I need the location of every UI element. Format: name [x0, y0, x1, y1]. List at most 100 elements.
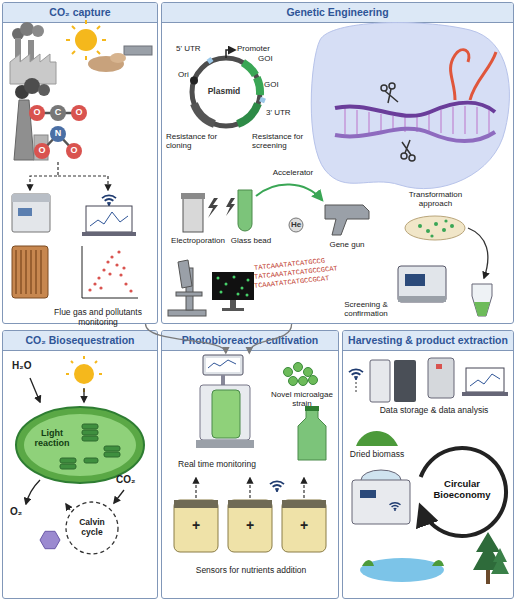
cell-crispr [335, 129, 495, 141]
microscope [186, 268, 193, 310]
electroporation-cuvette [208, 198, 218, 218]
molecule [50, 126, 66, 142]
nutrient-flasks [174, 500, 218, 508]
gas-analyzer [12, 194, 50, 202]
sun-icon [30, 356, 102, 402]
petri-dish [442, 228, 446, 232]
calvin-cycle [66, 502, 118, 554]
dashed-arrows [30, 162, 108, 190]
nutrient-flasks [282, 500, 326, 508]
glass-bead-tube [256, 184, 322, 200]
nutrient-flasks [174, 500, 218, 552]
computers [356, 382, 357, 392]
chloroplast [24, 414, 136, 476]
sequencer [398, 266, 446, 302]
cell-crispr [311, 23, 509, 189]
chloroplast [104, 452, 120, 457]
sequencer [398, 266, 446, 302]
monitor [237, 293, 240, 296]
plasmid-map [192, 58, 260, 126]
chloroplast [16, 407, 144, 483]
scatter-plot [117, 250, 120, 253]
chloroplast [16, 407, 144, 483]
tree-pond [360, 532, 509, 584]
calvin-cycle [26, 480, 40, 504]
computers [428, 358, 454, 398]
molecule [50, 105, 66, 121]
dust-pipe [110, 53, 126, 63]
computers [466, 368, 504, 392]
wireless-icon [270, 481, 284, 491]
sequencer [398, 296, 446, 302]
computers [470, 374, 500, 386]
computers [370, 360, 390, 402]
dashed-arrows [30, 162, 58, 190]
molecule [66, 143, 82, 159]
cell-crispr [385, 89, 398, 103]
petri-dish [418, 219, 454, 237]
photobioreactor [196, 355, 254, 448]
chloroplast [82, 436, 98, 441]
chloroplast [60, 458, 76, 463]
factory-icon [20, 22, 34, 36]
photobioreactor [196, 440, 254, 448]
monitor [247, 279, 250, 282]
petri-dish [444, 219, 447, 222]
glass-bead-tube [226, 184, 322, 232]
microalgae-cells [309, 376, 318, 385]
factory-icon [10, 54, 56, 84]
freeze-dryer [360, 490, 376, 498]
photobioreactor [206, 358, 240, 372]
chloroplast [60, 424, 120, 469]
factory-icon [28, 40, 34, 62]
plasmid-map [243, 63, 255, 75]
calvin-cycle [66, 504, 70, 510]
freeze-dryer [361, 470, 401, 490]
cell-crispr [451, 50, 496, 100]
panel: Genetic Engineering [161, 2, 514, 324]
photobioreactor [212, 390, 240, 438]
nutrient-flasks [174, 478, 326, 552]
biomass-pile [356, 431, 398, 446]
microscope [168, 310, 206, 316]
computers [436, 364, 442, 369]
microalgae-cells [284, 368, 293, 377]
microtube [474, 302, 490, 316]
gas-analyzer [18, 208, 32, 216]
panel: CO₂ capture [2, 2, 158, 324]
culture-bottle [305, 406, 319, 411]
factory-icon [32, 25, 44, 37]
plasmid-map [208, 59, 265, 101]
scatter-plot [110, 255, 113, 258]
bioreactor-column [16, 250, 41, 294]
molecule [34, 143, 50, 159]
chloroplast [60, 464, 76, 469]
sequencer [405, 274, 425, 286]
sun-icon [74, 364, 94, 384]
scatter-plot [82, 246, 138, 298]
scatter-plot [106, 260, 109, 263]
photobioreactor [203, 355, 243, 375]
panel-header: Genetic Engineering [162, 3, 513, 23]
sun-icon [75, 29, 97, 51]
sun-icon [30, 378, 40, 402]
device-group: Real time monitoring [168, 353, 266, 471]
monitor [217, 276, 250, 297]
petri-dish [468, 228, 488, 278]
freeze-dryer [390, 503, 401, 511]
computers [356, 358, 508, 402]
electroporation-cuvette [183, 197, 203, 232]
panel-header: Harvesting & product extraction [343, 331, 513, 351]
microtube [472, 284, 492, 316]
sun-icon [66, 20, 106, 60]
dust-pipe [124, 46, 152, 55]
sun-icon [83, 388, 84, 402]
culture-bottle [298, 410, 326, 460]
glass-bead-tube [238, 190, 252, 231]
chloroplast [82, 424, 98, 429]
microscope [178, 260, 192, 288]
cycle-arrow [421, 448, 506, 536]
petri-dish [430, 234, 433, 237]
scatter-plot [82, 246, 138, 298]
laptop [86, 206, 132, 232]
